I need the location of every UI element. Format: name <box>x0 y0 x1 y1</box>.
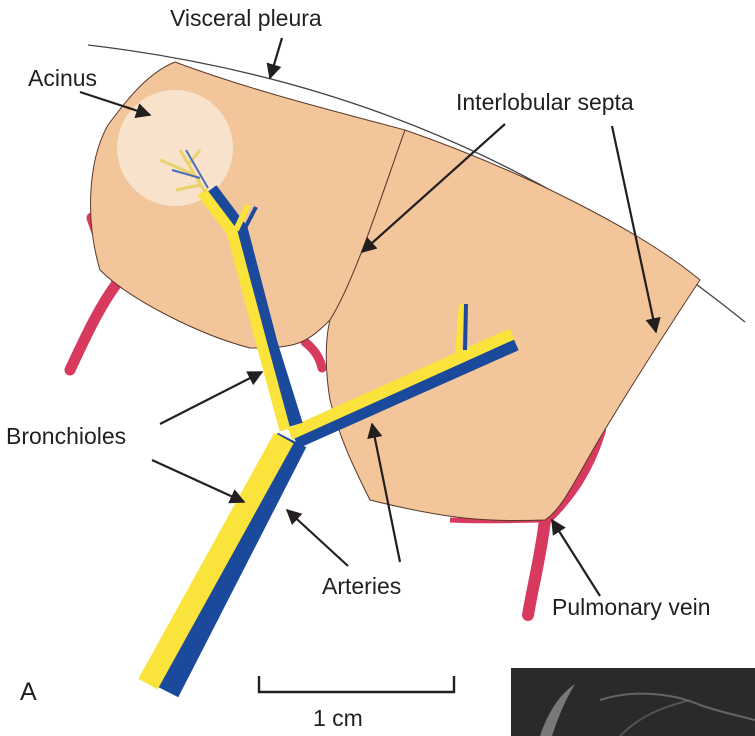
arrow-pulmonary-vein <box>552 520 600 596</box>
scale-bar-label: 1 cm <box>313 705 363 731</box>
bronchiole-right-twig <box>458 304 462 352</box>
vein-middle <box>305 342 322 368</box>
arrow-bronchioles-1 <box>160 372 262 424</box>
arrow-bronchioles-2 <box>152 460 244 502</box>
arrow-arteries-2 <box>287 510 348 566</box>
artery-right-twig <box>465 304 466 350</box>
label-arteries: Arteries <box>322 573 401 599</box>
label-pulmonary-vein: Pulmonary vein <box>552 594 711 620</box>
panel-letter: A <box>20 678 37 706</box>
label-visceral-pleura: Visceral pleura <box>170 5 322 31</box>
bronchiole-trunk <box>148 438 284 684</box>
ct-image-thumbnail <box>511 668 755 736</box>
label-acinus: Acinus <box>28 65 97 91</box>
label-interlobular-septa: Interlobular septa <box>456 89 634 115</box>
label-bronchioles: Bronchioles <box>6 423 126 449</box>
arrow-visceral-pleura <box>270 38 282 78</box>
scale-bar <box>259 676 454 692</box>
